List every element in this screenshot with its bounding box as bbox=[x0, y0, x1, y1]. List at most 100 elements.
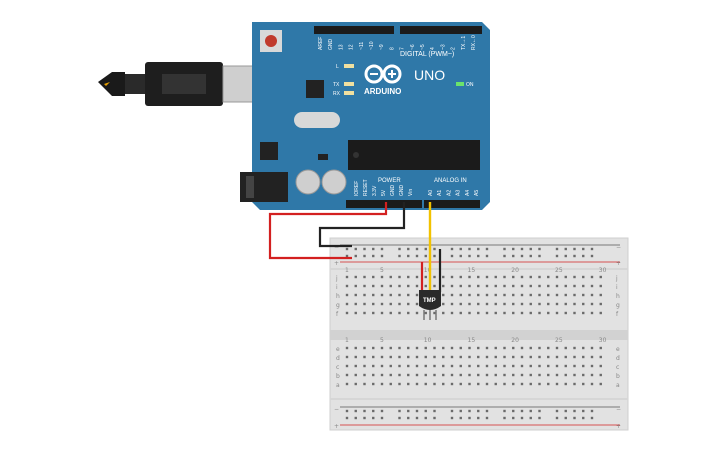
terminal-hole[interactable] bbox=[529, 293, 532, 297]
rail-hole[interactable] bbox=[380, 409, 384, 413]
terminal-hole[interactable] bbox=[485, 373, 489, 377]
terminal-hole[interactable] bbox=[512, 284, 515, 288]
terminal-hole[interactable] bbox=[485, 346, 489, 350]
terminal-hole[interactable] bbox=[380, 346, 384, 350]
terminal-hole[interactable] bbox=[415, 355, 419, 359]
terminal-hole[interactable] bbox=[450, 364, 454, 368]
terminal-hole[interactable] bbox=[407, 382, 410, 386]
terminal-hole[interactable] bbox=[415, 364, 419, 368]
terminal-hole[interactable] bbox=[424, 364, 427, 368]
rail-hole[interactable] bbox=[407, 247, 410, 251]
terminal-hole[interactable] bbox=[485, 382, 489, 386]
terminal-hole[interactable] bbox=[415, 373, 419, 377]
terminal-hole[interactable] bbox=[380, 364, 384, 368]
terminal-hole[interactable] bbox=[363, 311, 366, 315]
rail-hole[interactable] bbox=[363, 416, 366, 420]
arduino-uno-board[interactable]: ARDUINO UNO ON L TX RX DIGITAL (PWM~) PO… bbox=[240, 22, 490, 210]
rail-hole[interactable] bbox=[450, 416, 454, 420]
terminal-hole[interactable] bbox=[564, 382, 567, 386]
terminal-hole[interactable] bbox=[590, 346, 594, 350]
terminal-hole[interactable] bbox=[442, 284, 445, 288]
terminal-hole[interactable] bbox=[442, 382, 445, 386]
rail-hole[interactable] bbox=[468, 254, 471, 258]
terminal-hole[interactable] bbox=[424, 284, 427, 288]
terminal-hole[interactable] bbox=[538, 373, 541, 377]
terminal-hole[interactable] bbox=[477, 302, 480, 306]
terminal-hole[interactable] bbox=[459, 373, 462, 377]
terminal-hole[interactable] bbox=[599, 311, 602, 315]
terminal-hole[interactable] bbox=[433, 284, 436, 288]
terminal-hole[interactable] bbox=[468, 311, 471, 315]
terminal-hole[interactable] bbox=[345, 275, 349, 279]
terminal-hole[interactable] bbox=[345, 346, 349, 350]
rail-hole[interactable] bbox=[564, 416, 567, 420]
rail-hole[interactable] bbox=[564, 409, 567, 413]
terminal-hole[interactable] bbox=[380, 382, 384, 386]
terminal-hole[interactable] bbox=[564, 284, 567, 288]
terminal-hole[interactable] bbox=[372, 284, 375, 288]
terminal-hole[interactable] bbox=[433, 373, 436, 377]
terminal-hole[interactable] bbox=[407, 311, 410, 315]
rail-hole[interactable] bbox=[424, 409, 427, 413]
terminal-hole[interactable] bbox=[345, 364, 349, 368]
terminal-hole[interactable] bbox=[485, 364, 489, 368]
terminal-hole[interactable] bbox=[582, 355, 585, 359]
rail-hole[interactable] bbox=[503, 247, 506, 251]
terminal-hole[interactable] bbox=[494, 293, 497, 297]
terminal-hole[interactable] bbox=[415, 293, 419, 297]
terminal-hole[interactable] bbox=[582, 275, 585, 279]
wire-gnd-black[interactable] bbox=[318, 202, 406, 248]
rail-hole[interactable] bbox=[398, 247, 401, 251]
terminal-hole[interactable] bbox=[363, 373, 366, 377]
terminal-hole[interactable] bbox=[494, 311, 497, 315]
terminal-hole[interactable] bbox=[538, 346, 541, 350]
rail-hole[interactable] bbox=[477, 409, 480, 413]
rail-hole[interactable] bbox=[485, 416, 489, 420]
terminal-hole[interactable] bbox=[450, 293, 454, 297]
terminal-hole[interactable] bbox=[590, 382, 594, 386]
terminal-hole[interactable] bbox=[442, 302, 445, 306]
terminal-hole[interactable] bbox=[442, 275, 445, 279]
terminal-hole[interactable] bbox=[442, 364, 445, 368]
terminal-hole[interactable] bbox=[363, 293, 366, 297]
rail-hole[interactable] bbox=[468, 247, 471, 251]
terminal-hole[interactable] bbox=[415, 275, 419, 279]
terminal-hole[interactable] bbox=[459, 311, 462, 315]
terminal-hole[interactable] bbox=[450, 275, 454, 279]
terminal-hole[interactable] bbox=[582, 284, 585, 288]
rail-hole[interactable] bbox=[512, 254, 515, 258]
terminal-hole[interactable] bbox=[529, 346, 532, 350]
terminal-hole[interactable] bbox=[477, 364, 480, 368]
terminal-hole[interactable] bbox=[468, 302, 471, 306]
terminal-hole[interactable] bbox=[468, 364, 471, 368]
terminal-hole[interactable] bbox=[573, 311, 576, 315]
terminal-hole[interactable] bbox=[354, 311, 357, 315]
terminal-hole[interactable] bbox=[590, 302, 594, 306]
rail-hole[interactable] bbox=[450, 247, 454, 251]
rail-hole[interactable] bbox=[345, 247, 349, 251]
terminal-hole[interactable] bbox=[547, 311, 550, 315]
terminal-hole[interactable] bbox=[590, 311, 594, 315]
terminal-hole[interactable] bbox=[547, 382, 550, 386]
terminal-hole[interactable] bbox=[389, 284, 392, 288]
rail-hole[interactable] bbox=[433, 416, 436, 420]
terminal-hole[interactable] bbox=[407, 275, 410, 279]
rail-hole[interactable] bbox=[582, 409, 585, 413]
terminal-hole[interactable] bbox=[512, 364, 515, 368]
rail-hole[interactable] bbox=[433, 254, 436, 258]
terminal-hole[interactable] bbox=[547, 275, 550, 279]
terminal-hole[interactable] bbox=[547, 364, 550, 368]
rail-hole[interactable] bbox=[555, 254, 559, 258]
rail-hole[interactable] bbox=[363, 254, 366, 258]
terminal-hole[interactable] bbox=[363, 355, 366, 359]
terminal-hole[interactable] bbox=[380, 293, 384, 297]
rail-hole[interactable] bbox=[538, 409, 541, 413]
terminal-hole[interactable] bbox=[555, 346, 559, 350]
terminal-hole[interactable] bbox=[503, 302, 506, 306]
terminal-hole[interactable] bbox=[442, 355, 445, 359]
terminal-hole[interactable] bbox=[529, 355, 532, 359]
terminal-hole[interactable] bbox=[520, 346, 524, 350]
terminal-hole[interactable] bbox=[538, 311, 541, 315]
terminal-hole[interactable] bbox=[459, 302, 462, 306]
terminal-hole[interactable] bbox=[380, 355, 384, 359]
